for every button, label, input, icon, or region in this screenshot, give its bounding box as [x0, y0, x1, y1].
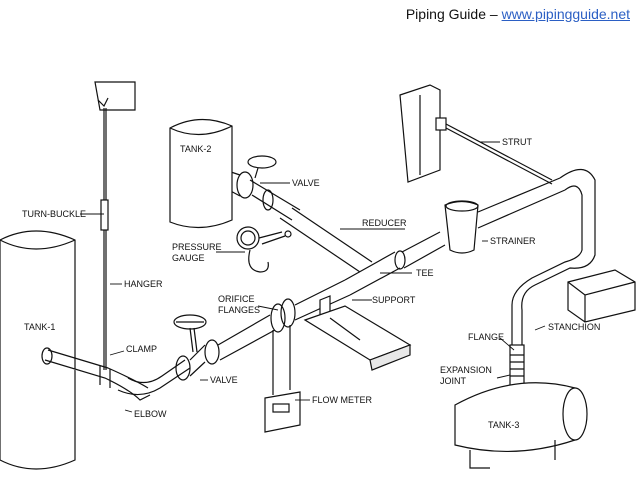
label-support: SUPPORT [372, 295, 416, 305]
tee-pipe [279, 207, 446, 296]
label-elbow: ELBOW [134, 409, 167, 419]
pipe-valve-orifice [217, 279, 351, 361]
label-tank-1: TANK-1 [24, 322, 55, 332]
tank-3 [454, 382, 588, 469]
strut [445, 123, 553, 185]
leader-lines [80, 141, 546, 413]
support-structure [303, 295, 412, 371]
stanchion [567, 269, 636, 323]
label-pressure-gauge-line2: GAUGE [172, 253, 205, 263]
riser-pipe [509, 168, 596, 391]
label-valve-top: VALVE [292, 178, 320, 188]
label-orifice-line2: FLANGES [218, 305, 260, 315]
hanger-rod [100, 108, 109, 370]
header: Piping Guide – www.pipingguide.net [406, 6, 630, 22]
label-expansion-line1: EXPANSION [440, 365, 492, 375]
label-turn-buckle: TURN-BUCKLE [22, 209, 86, 219]
label-valve-bottom: VALVE [210, 375, 238, 385]
pressure-gauge [236, 226, 292, 273]
label-strut: STRUT [502, 137, 532, 147]
pipe-tank1-elbow [41, 347, 191, 401]
tank-1 [0, 230, 76, 470]
label-stanchion: STANCHION [548, 322, 600, 332]
label-clamp: CLAMP [126, 344, 157, 354]
label-tee: TEE [416, 268, 434, 278]
label-strainer: STRAINER [490, 236, 536, 246]
header-url-link[interactable]: www.pipingguide.net [501, 6, 630, 22]
label-flow-meter: FLOW METER [312, 395, 372, 405]
bottom-valve [173, 314, 220, 381]
label-reducer: REDUCER [362, 218, 407, 228]
label-tank-2: TANK-2 [180, 144, 211, 154]
label-hanger: HANGER [124, 279, 163, 289]
label-tank-3: TANK-3 [488, 420, 519, 430]
tank-2 [169, 118, 233, 229]
header-separator: – [489, 6, 498, 22]
strainer [444, 177, 566, 254]
label-orifice-line1: ORIFICE [218, 294, 255, 304]
label-expansion-line2: JOINT [440, 376, 467, 386]
header-title: Piping Guide [405, 6, 486, 22]
ceiling-block [94, 81, 136, 111]
flow-meter [264, 325, 301, 433]
label-flange: FLANGE [468, 332, 504, 342]
wall-column [399, 84, 447, 183]
label-pressure-gauge-line1: PRESSURE [172, 242, 222, 252]
